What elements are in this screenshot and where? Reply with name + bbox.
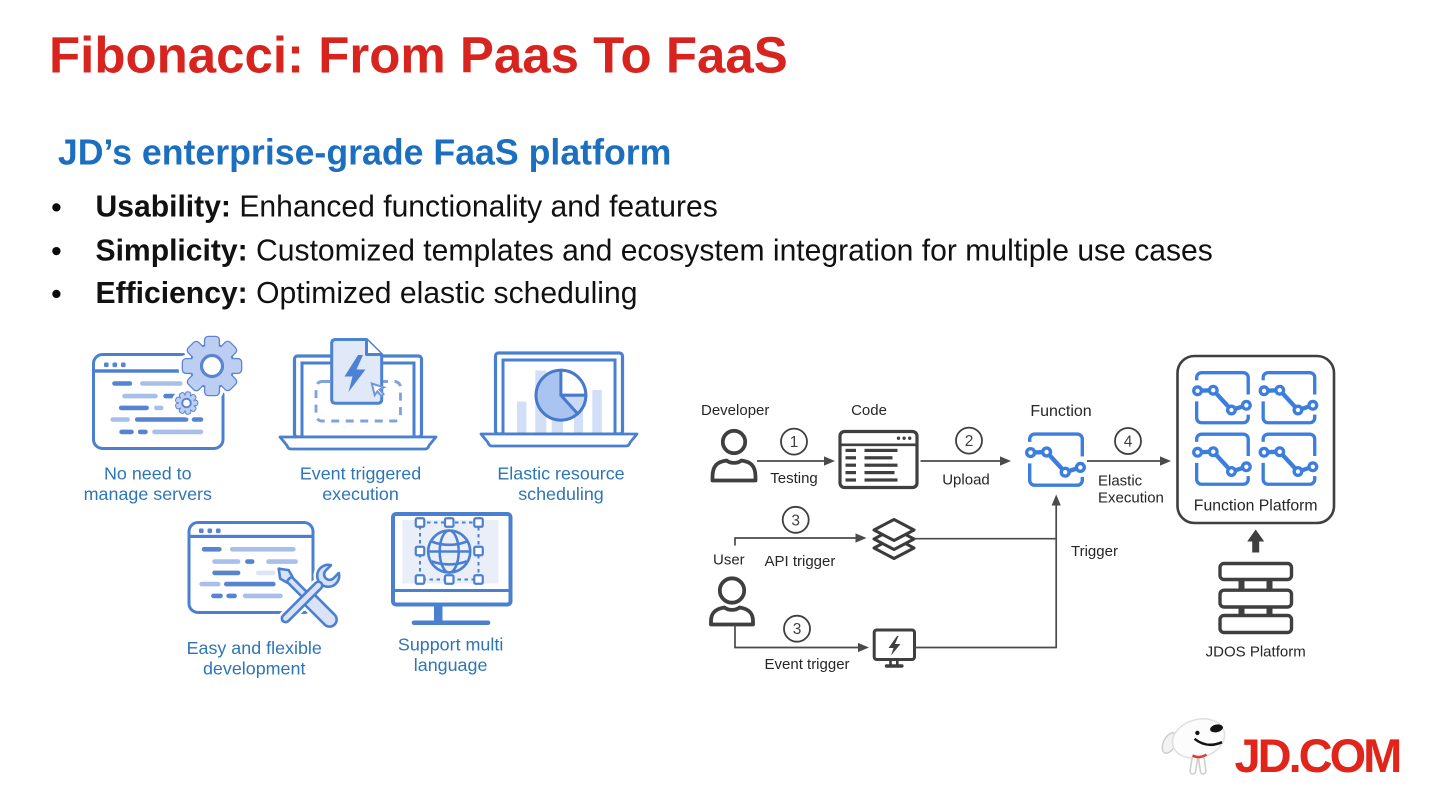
svg-text:3: 3	[791, 512, 800, 529]
svg-text:Simplicity: Customized templat: Simplicity: Customized templates and eco…	[96, 234, 1213, 267]
svg-text:Event trigger: Event trigger	[765, 656, 850, 673]
svg-text:Fibonacci: From Paas To FaaS: Fibonacci: From Paas To FaaS	[49, 26, 788, 83]
svg-text:Elastic resource: Elastic resource	[497, 464, 624, 484]
svg-text:Developer: Developer	[701, 402, 769, 419]
svg-text:Usability: Enhanced functional: Usability: Enhanced functionality and fe…	[96, 191, 718, 224]
svg-text:JDOS Platform: JDOS Platform	[1206, 643, 1306, 660]
svg-text:3: 3	[793, 621, 802, 638]
svg-text:Easy and flexible: Easy and flexible	[187, 638, 322, 658]
svg-text:Efficiency: Optimized elastic: Efficiency: Optimized elastic scheduling	[96, 277, 638, 310]
svg-text:1: 1	[790, 434, 799, 451]
svg-text:Execution: Execution	[1098, 490, 1164, 507]
svg-text:Support multi: Support multi	[398, 635, 503, 655]
svg-text:Trigger: Trigger	[1071, 543, 1118, 560]
svg-text:development: development	[203, 658, 305, 678]
svg-text:manage servers: manage servers	[84, 484, 212, 504]
svg-text:API trigger: API trigger	[765, 553, 836, 570]
svg-text:User: User	[713, 552, 745, 569]
svg-text:Upload: Upload	[942, 472, 990, 489]
svg-text:Code: Code	[851, 402, 887, 419]
svg-text:Elastic: Elastic	[1098, 472, 1143, 489]
svg-text:JD’s enterprise-grade FaaS pla: JD’s enterprise-grade FaaS platform	[58, 133, 671, 173]
svg-text:4: 4	[1124, 434, 1133, 451]
svg-text:execution: execution	[322, 484, 399, 504]
svg-text:Event triggered: Event triggered	[300, 464, 421, 484]
svg-text:Function: Function	[1030, 403, 1091, 420]
svg-text:language: language	[414, 655, 488, 675]
svg-text:2: 2	[965, 433, 974, 450]
svg-text:JD.COM: JD.COM	[1235, 729, 1400, 782]
svg-text:Function Platform: Function Platform	[1194, 498, 1318, 515]
svg-text:No need to: No need to	[104, 464, 192, 484]
svg-text:Testing: Testing	[770, 470, 818, 487]
svg-text:scheduling: scheduling	[518, 484, 604, 504]
